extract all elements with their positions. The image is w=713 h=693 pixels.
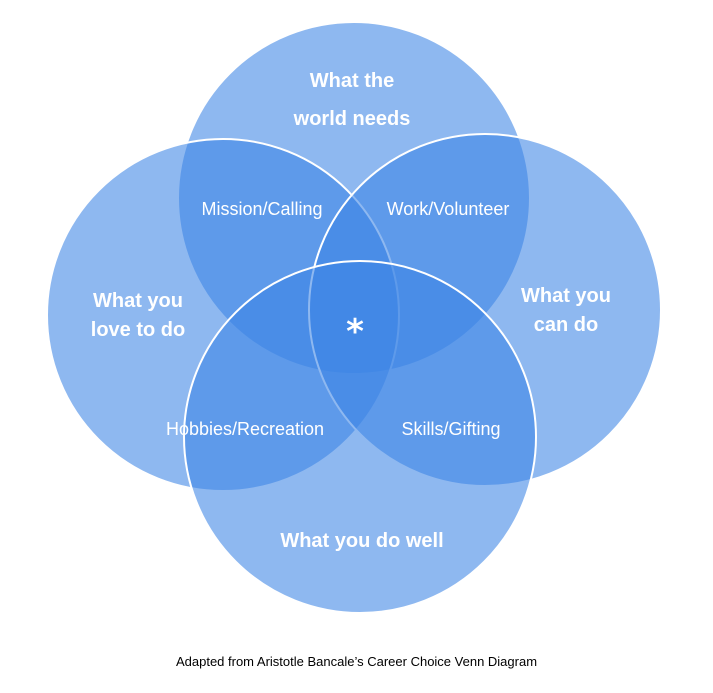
label-love-to-do-line1: What you bbox=[93, 290, 183, 312]
label-can-do-line1: What you bbox=[521, 285, 611, 307]
label-love-to-do-line2: love to do bbox=[91, 319, 185, 341]
label-mission-calling: Mission/Calling bbox=[201, 199, 322, 219]
source-caption: Adapted from Aristotle Bancale’s Career … bbox=[175, 654, 538, 669]
center-asterisk: * bbox=[346, 312, 364, 352]
label-can-do-line2: can do bbox=[534, 314, 598, 336]
label-world-needs-line1: What the bbox=[310, 70, 394, 92]
label-do-well: What you do well bbox=[280, 530, 443, 552]
label-hobbies-recreation: Hobbies/Recreation bbox=[166, 419, 324, 439]
circle-do-well bbox=[183, 260, 537, 614]
label-work-volunteer: Work/Volunteer bbox=[387, 199, 510, 219]
label-skills-gifting: Skills/Gifting bbox=[401, 419, 500, 439]
label-world-needs-line2: world needs bbox=[293, 108, 411, 130]
